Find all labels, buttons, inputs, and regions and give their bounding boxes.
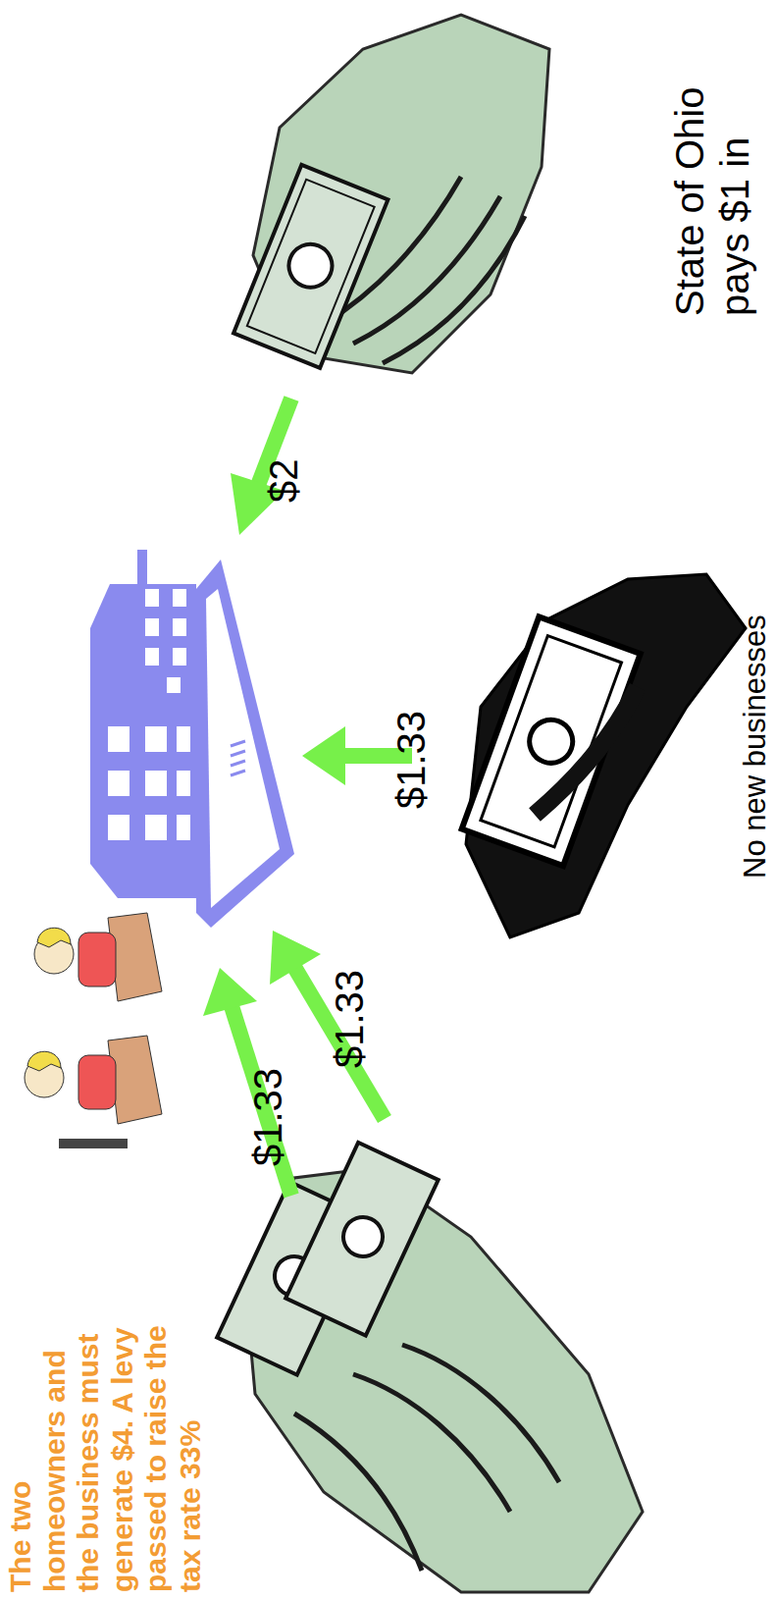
school-building	[90, 549, 295, 928]
amount-label: $2	[260, 423, 307, 503]
state-hand	[233, 14, 550, 373]
amount-label: $1.33	[326, 939, 372, 1068]
homeowner-hands	[216, 1141, 643, 1592]
students	[24, 912, 162, 1148]
state-aid-note: State of Ohio pays $1 in	[667, 21, 758, 316]
business-hand	[462, 573, 746, 937]
amount-label: $1.33	[245, 1037, 291, 1166]
levy-note: The two homeowners and the business must…	[3, 1296, 207, 1592]
business-note: No new businesses	[737, 554, 774, 879]
amount-label: $1.33	[388, 680, 434, 809]
money-arrows	[203, 398, 413, 1195]
